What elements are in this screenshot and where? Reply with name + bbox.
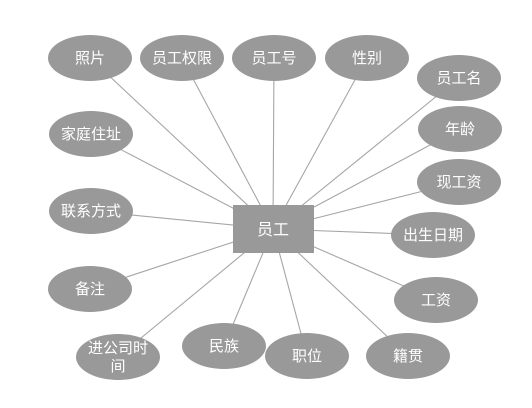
attribute-label: 员工权限 (152, 49, 212, 67)
attribute-ethnicity: 民族 (182, 323, 266, 369)
attribute-ellipse (232, 35, 316, 81)
connector-employee-number (272, 57, 275, 230)
attribute-label: 工资 (421, 291, 451, 309)
attribute-label: 出生日期 (403, 226, 463, 244)
attribute-label: 籍贯 (393, 347, 423, 365)
attribute-ellipse (76, 334, 160, 380)
attribute-native-place: 籍贯 (366, 333, 450, 379)
attribute-label: 进公司时间 (88, 339, 148, 375)
attribute-salary: 工资 (394, 277, 478, 323)
attribute-ellipse (265, 333, 349, 379)
attribute-gender: 性别 (325, 35, 409, 81)
attribute-ellipse (48, 35, 132, 81)
attribute-label: 家庭住址 (61, 125, 121, 143)
attribute-label: 年龄 (445, 120, 475, 138)
attribute-ellipse (417, 55, 501, 101)
attribute-label: 照片 (75, 49, 105, 67)
attribute-remarks: 备注 (48, 266, 132, 312)
attribute-employee-permission: 员工权限 (140, 35, 224, 81)
attribute-label: 性别 (352, 49, 382, 67)
attribute-employee-name: 员工名 (417, 55, 501, 101)
entity-label: 员工 (257, 220, 289, 239)
attribute-employee-number: 员工号 (232, 35, 316, 81)
connector-employee-permission (181, 57, 274, 230)
connector-photo (89, 57, 274, 230)
attribute-ellipse (418, 106, 502, 152)
attribute-label: 现工资 (436, 173, 481, 191)
attribute-age: 年龄 (418, 106, 502, 152)
attribute-ellipse (391, 212, 475, 258)
attribute-ellipse (49, 188, 133, 234)
attribute-contact-info: 联系方式 (49, 188, 133, 234)
attribute-ellipse (140, 35, 224, 81)
attribute-ellipse (325, 35, 409, 81)
attribute-position: 职位 (265, 333, 349, 379)
attribute-join-time: 进公司时间 (76, 334, 160, 380)
connector-gender (272, 57, 368, 230)
attribute-label: 备注 (75, 280, 105, 298)
entity-box (233, 205, 314, 253)
attribute-label: 员工名 (436, 69, 481, 87)
attribute-label: 联系方式 (61, 202, 121, 220)
entity-node: 员工 (233, 205, 314, 253)
connector-employee-name (272, 77, 460, 230)
attribute-ellipse (417, 159, 501, 205)
attribute-ellipse (394, 277, 478, 323)
attribute-ellipse (366, 333, 450, 379)
attribute-home-address: 家庭住址 (49, 111, 133, 157)
attribute-birth-date: 出生日期 (391, 212, 475, 258)
attribute-photo: 照片 (48, 35, 132, 81)
attribute-ellipse (48, 266, 132, 312)
attribute-ellipse (49, 111, 133, 157)
attribute-label: 员工号 (251, 49, 296, 67)
attribute-label: 民族 (209, 337, 239, 355)
attribute-label: 职位 (292, 347, 322, 365)
attribute-current-salary: 现工资 (417, 159, 501, 205)
attribute-ellipse (182, 323, 266, 369)
